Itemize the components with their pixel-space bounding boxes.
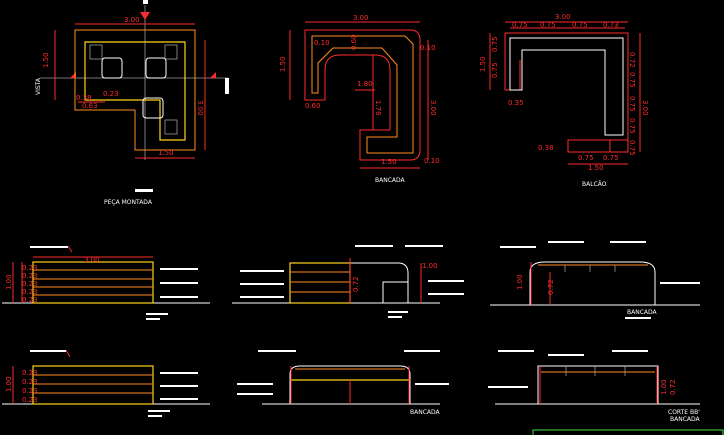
elevation-2: 1.00 0.72 bbox=[232, 245, 464, 318]
dim-label: 1.50 bbox=[588, 164, 604, 172]
dim-label: 0.60 bbox=[350, 34, 358, 50]
dim-label: 0.72 bbox=[352, 276, 360, 292]
elevation-1: 3.00 1.00 0.23 0.23 0.23 0.23 0.23 bbox=[2, 245, 210, 320]
dim-label: 1.00 bbox=[422, 262, 438, 270]
dim-label: 0.75 bbox=[628, 96, 636, 112]
elevation-4: 1.00 0.23 0.23 0.23 0.23 bbox=[2, 349, 210, 417]
dim-label: 3.00 bbox=[641, 100, 649, 116]
dim-label: 0.23 bbox=[22, 378, 38, 386]
dim-label: 0.75 bbox=[628, 72, 636, 88]
elevation-3: 1.00 0.72 BANCADA bbox=[490, 241, 700, 319]
dim-label: 0.72 bbox=[547, 279, 555, 295]
dim-label: 1.00 bbox=[660, 379, 668, 395]
dim-label: 0.23 bbox=[22, 369, 38, 377]
dim-label: 0.75 bbox=[603, 154, 619, 162]
dim-label: 0.23 bbox=[22, 296, 38, 304]
dim-label: 1.80 bbox=[357, 80, 373, 88]
dim-label: 1.00 bbox=[516, 274, 524, 290]
dim-label: 1.50 bbox=[279, 56, 287, 72]
dim-label: 0.23 bbox=[103, 90, 119, 98]
dim-label: 3.00 bbox=[429, 100, 437, 116]
plan-title: PEÇA MONTADA bbox=[104, 199, 153, 206]
plan-bancada: 3.00 0.10 0.10 1.50 0.60 1.80 1.76 3.00 … bbox=[279, 14, 440, 184]
viewport-frame bbox=[532, 429, 724, 435]
dim-label: 0.23 bbox=[22, 264, 38, 272]
chair-icon bbox=[101, 57, 167, 119]
side-label: VISTA bbox=[35, 77, 42, 95]
dim-label: 0.23 bbox=[22, 280, 38, 288]
plan-title: BANCADA bbox=[375, 177, 406, 184]
dim-label: 0.73 bbox=[603, 21, 619, 29]
dim-label: 0.35 bbox=[508, 99, 524, 107]
dim-label: 0.63 bbox=[82, 102, 98, 110]
dim-label: 0.10 bbox=[314, 39, 330, 47]
dim-label: 3.00 bbox=[196, 100, 204, 116]
dim-label: 1.50 bbox=[158, 149, 174, 157]
elevation-5: BANCADA bbox=[237, 350, 449, 416]
dim-label: 0.23 bbox=[22, 396, 38, 404]
dim-label: 0.75 bbox=[572, 21, 588, 29]
dim-label: 3.00 bbox=[353, 14, 369, 22]
dim-label: 0.60 bbox=[305, 102, 321, 110]
dim-label: 0.10 bbox=[424, 157, 440, 165]
dim-label: 3.00 bbox=[124, 16, 140, 24]
dim-label: 1.50 bbox=[381, 158, 397, 166]
plan-balcao: 3.00 0.75 0.75 0.75 0.73 0.72 1.50 0.75 … bbox=[479, 13, 649, 188]
elevation-caption: BANCADA bbox=[410, 409, 441, 416]
elevation-caption: BANCADA bbox=[627, 309, 658, 316]
dim-label: 0.75 bbox=[628, 118, 636, 134]
dim-label: 0.75 bbox=[491, 36, 499, 52]
elevation-caption: CORTE BB' bbox=[668, 409, 700, 416]
dim-label: 0.23 bbox=[22, 288, 38, 296]
dim-label: 0.75 bbox=[578, 154, 594, 162]
elevation-caption: BANCADA bbox=[670, 416, 701, 423]
dim-label: 1.50 bbox=[479, 56, 487, 72]
dim-label: 0.75 bbox=[540, 21, 556, 29]
plan-title: BALCÃO bbox=[582, 181, 607, 188]
dim-label: 3.00 bbox=[555, 13, 571, 21]
dim-label: 0.23 bbox=[22, 272, 38, 280]
dim-label: 0.72 bbox=[669, 379, 677, 395]
dim-label: 3.00 bbox=[84, 256, 100, 264]
dim-label: 0.10 bbox=[420, 44, 436, 52]
dim-label: 0.72 bbox=[628, 52, 636, 68]
dim-label: 1.00 bbox=[5, 274, 13, 290]
plan-peca-montada: 3.00 1.50 3.00 0.38 0.63 0.23 1.50 VISTA… bbox=[35, 0, 229, 206]
dim-label: 0.38 bbox=[538, 144, 554, 152]
dim-label: 1.50 bbox=[42, 52, 50, 68]
dim-label: 0.75 bbox=[491, 62, 499, 78]
dim-label: 1.00 bbox=[5, 376, 13, 392]
dim-label: 0.75 bbox=[512, 21, 528, 29]
dim-label: 0.75 bbox=[628, 140, 636, 156]
dim-label: 1.76 bbox=[374, 100, 382, 116]
elevation-6: 1.00 0.72 CORTE BB' BANCADA bbox=[488, 350, 701, 423]
dim-label: 0.23 bbox=[22, 387, 38, 395]
dim-label: 0.38 bbox=[76, 94, 92, 102]
